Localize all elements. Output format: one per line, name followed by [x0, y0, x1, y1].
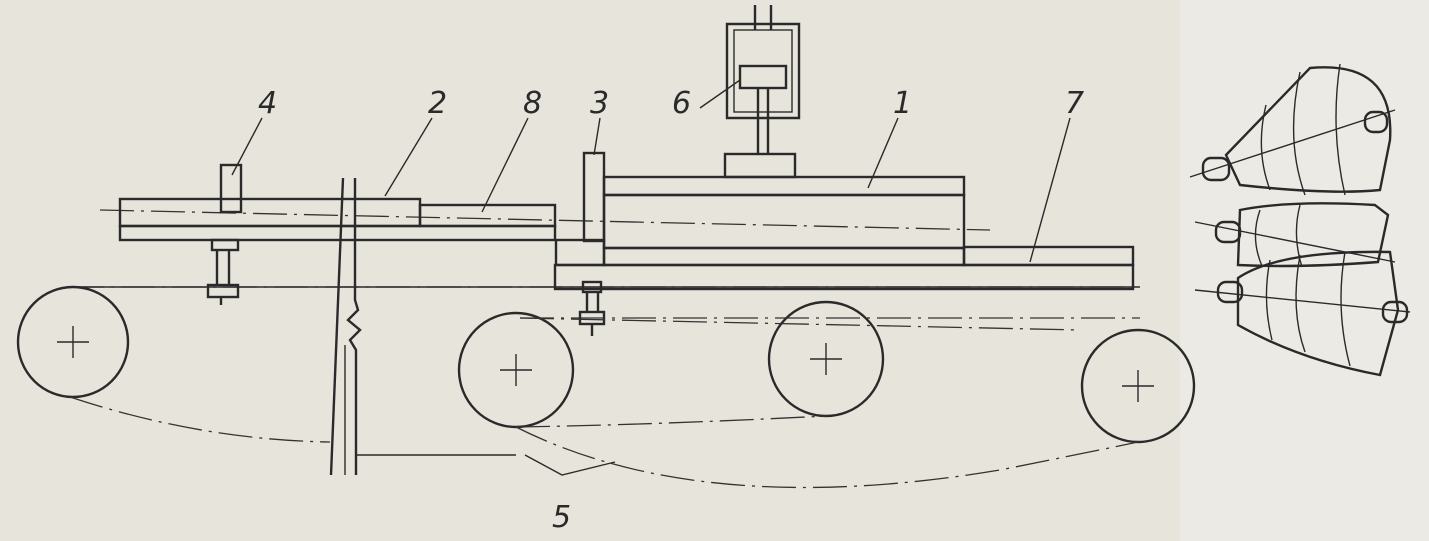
label-8: 8 — [523, 86, 542, 121]
roller-bottom — [1194, 250, 1411, 377]
paper-light-area — [1180, 0, 1429, 541]
label-6: 6 — [672, 86, 691, 121]
break-line — [329, 177, 362, 476]
label-2: 2 — [428, 86, 447, 121]
top-axis-line — [99, 209, 991, 231]
roller-middle — [1194, 202, 1396, 268]
left-rail — [118, 197, 557, 242]
base-plate-7 — [553, 245, 1135, 291]
label-1: 1 — [893, 86, 912, 121]
label-7: 7 — [1065, 86, 1084, 121]
label-5: 5 — [552, 500, 571, 535]
belts-5 — [69, 286, 1140, 489]
label-4: 4 — [258, 86, 277, 121]
clamp-4 — [206, 163, 243, 305]
cylinder-6 — [725, 5, 801, 154]
label-3: 3 — [590, 86, 609, 121]
leader-lines — [231, 79, 1071, 263]
roller-top — [1189, 63, 1396, 196]
